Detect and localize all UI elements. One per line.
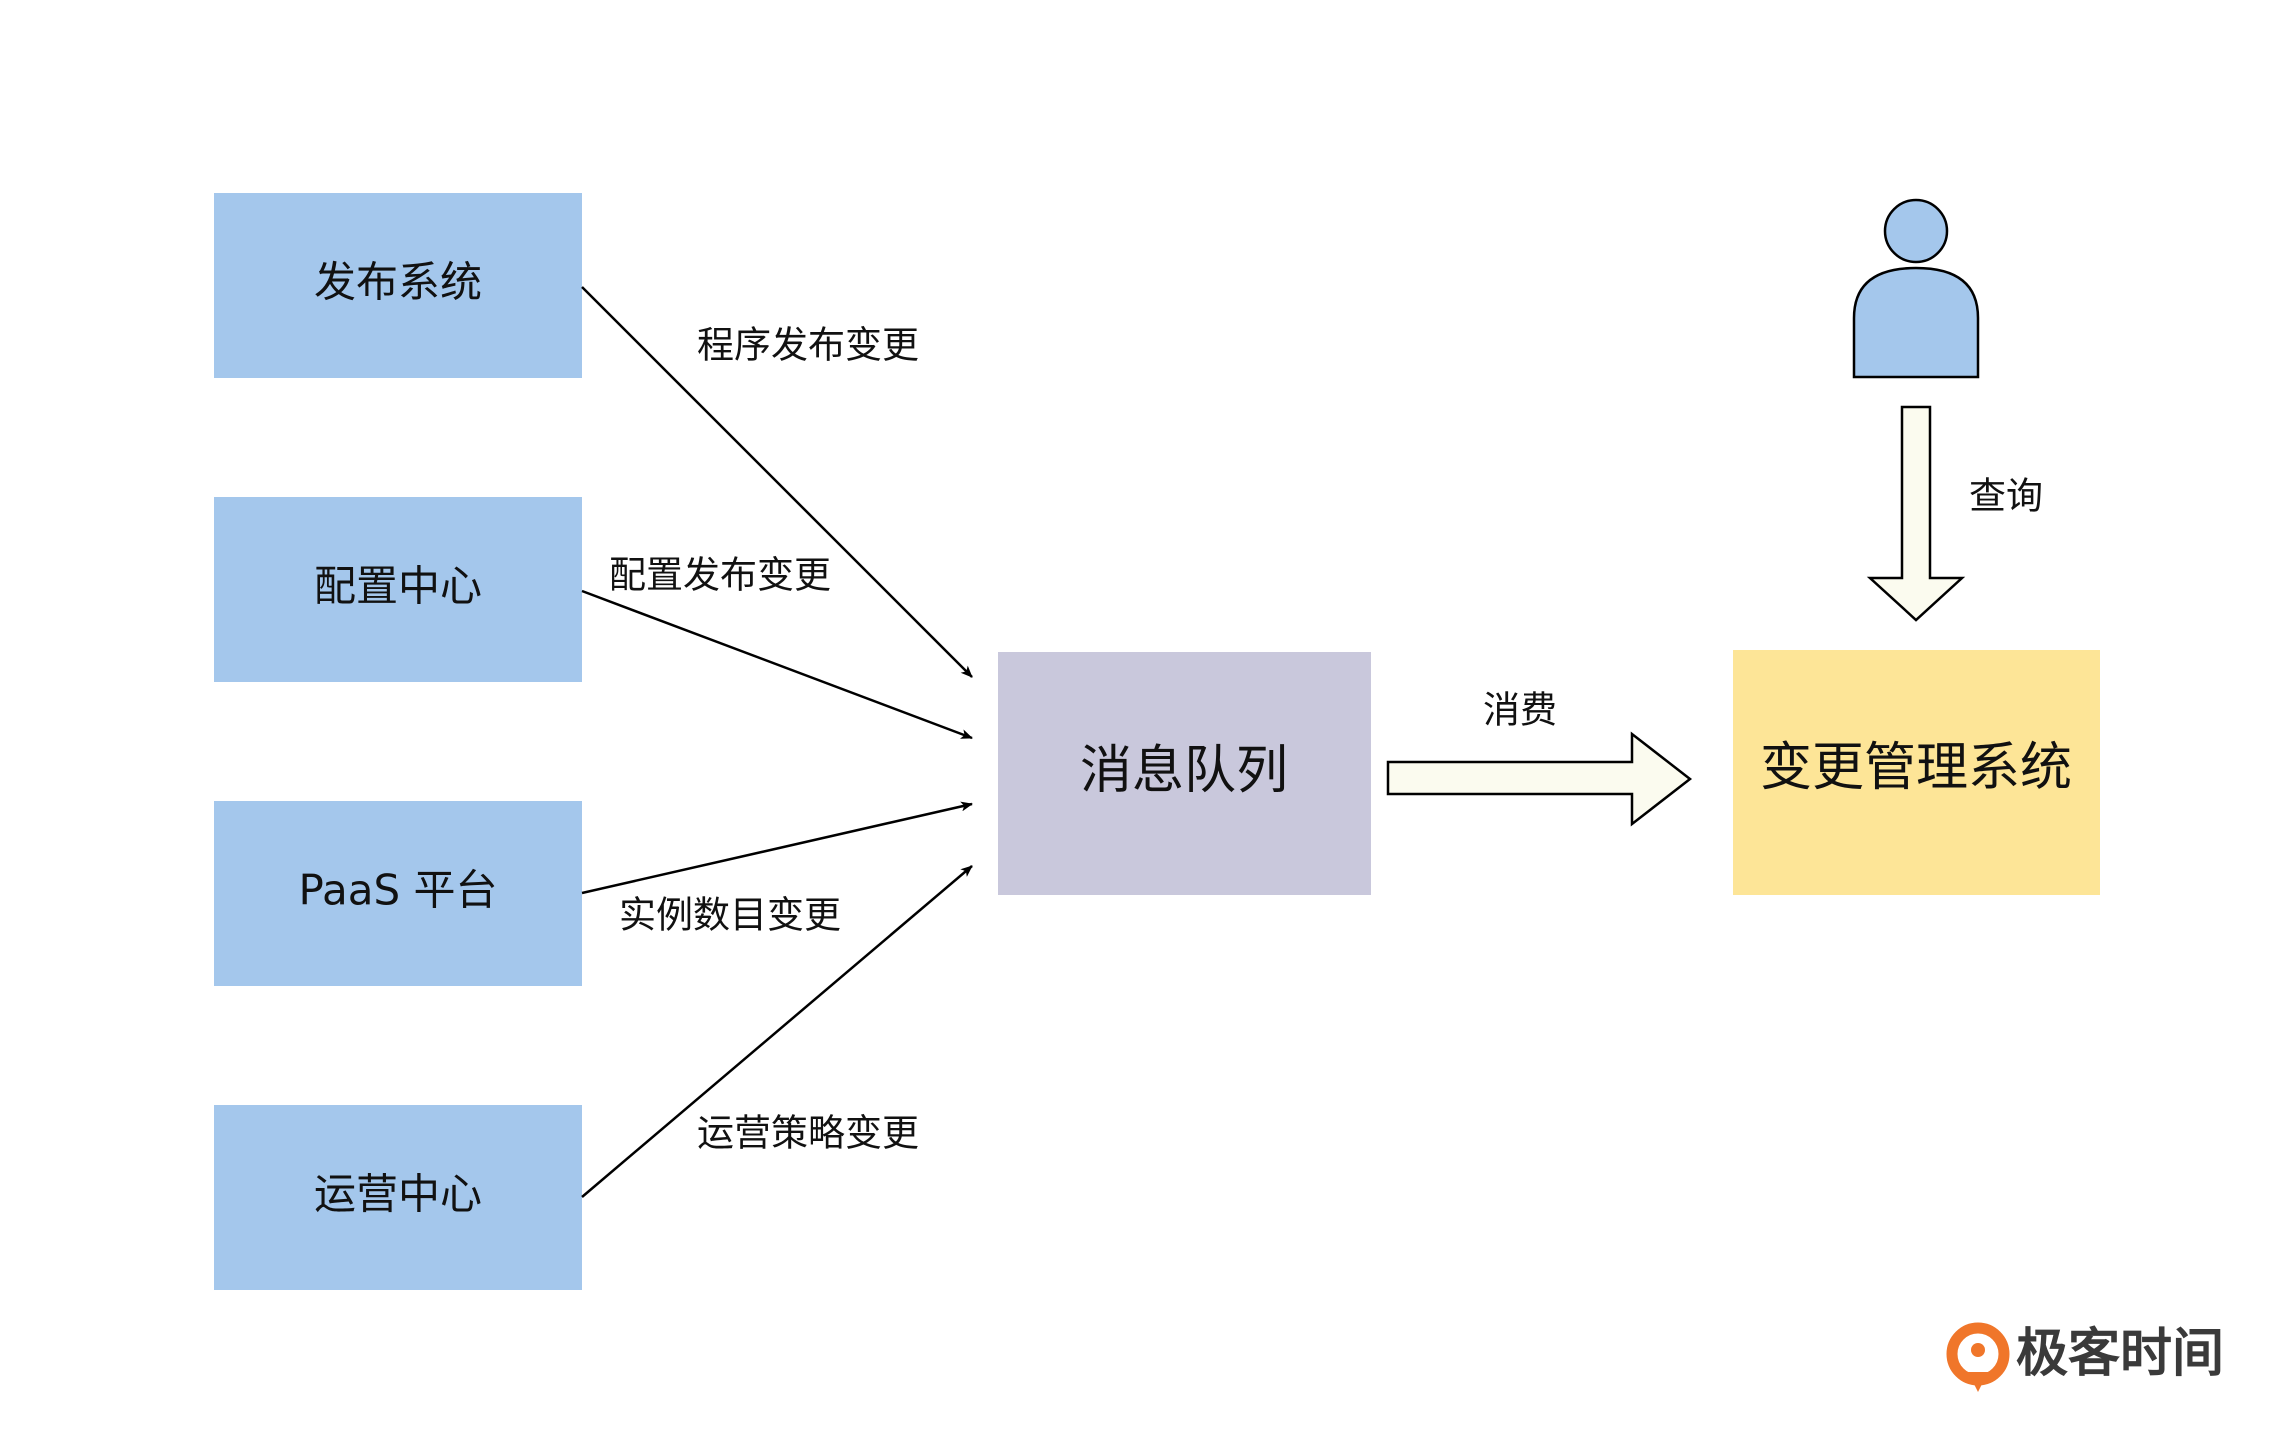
consume-block-arrow (1386, 731, 1693, 827)
edge-label-release: 程序发布变更 (697, 324, 919, 367)
edge-arrow-release (581, 286, 973, 678)
user-head (1883, 198, 1949, 264)
user-body (1852, 266, 1980, 379)
source-label: PaaS 平台 (299, 866, 498, 915)
edge-label-operations: 运营策略变更 (697, 1112, 919, 1155)
user-icon[interactable] (1852, 198, 1980, 379)
source-node-paas-platform[interactable]: PaaS 平台 (214, 801, 582, 986)
geektime-logo-icon (1946, 1322, 2010, 1392)
source-node-config-center[interactable]: 配置中心 (214, 497, 582, 682)
target-label: 变更管理系统 (1760, 738, 2072, 798)
edge-arrow-paas (581, 801, 973, 895)
queue-box (998, 652, 1371, 895)
source-node-operations-center[interactable]: 运营中心 (214, 1105, 582, 1290)
source-label: 发布系统 (314, 258, 482, 307)
source-node-release-system[interactable]: 发布系统 (214, 193, 582, 378)
query-block-arrow (1866, 405, 1966, 622)
brand-name: 极客时间 (2016, 1324, 2224, 1384)
source-box (214, 1105, 582, 1290)
edge-label-config: 配置发布变更 (609, 554, 831, 597)
consume-label: 消费 (1483, 689, 1557, 732)
edge-label-paas: 实例数目变更 (619, 894, 841, 937)
edge-arrow-config (581, 589, 973, 740)
query-label: 查询 (1969, 475, 2043, 518)
source-box (214, 497, 582, 682)
source-box (214, 801, 582, 986)
target-box (1733, 650, 2100, 895)
queue-node[interactable]: 消息队列 (998, 652, 1371, 895)
queue-label: 消息队列 (1080, 741, 1288, 801)
source-label: 配置中心 (314, 562, 482, 611)
edge-arrow-operations (581, 865, 973, 1198)
source-box (214, 193, 582, 378)
brand-logo: 极客时间 (1946, 1322, 2224, 1392)
source-label: 运营中心 (314, 1170, 482, 1219)
target-node[interactable]: 变更管理系统 (1733, 650, 2100, 895)
